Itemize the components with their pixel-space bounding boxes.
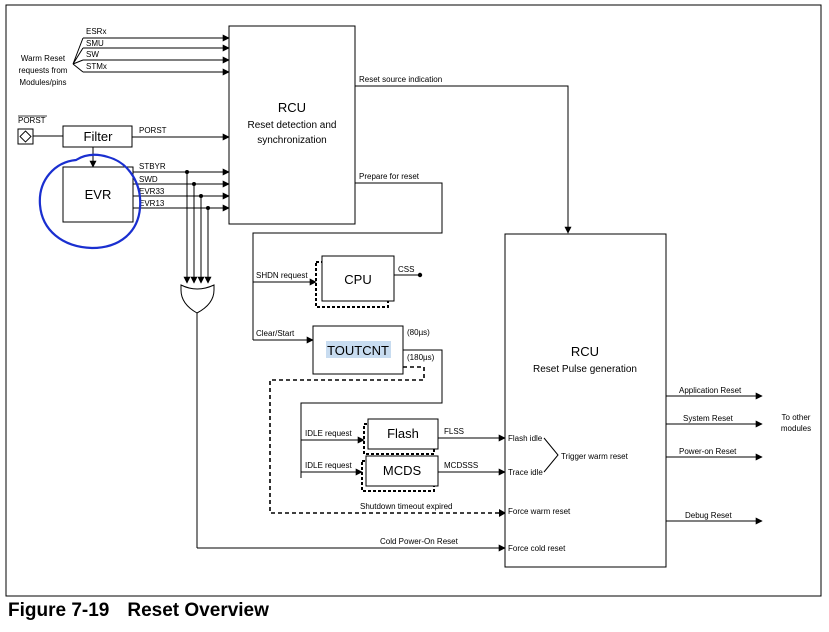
rcu-right-subtitle: Reset Pulse generation — [533, 364, 637, 375]
figure-caption: Figure 7-19 Reset Overview — [8, 600, 269, 622]
or-gate — [180, 284, 215, 314]
mcds-section: MCDS MCDSSS — [361, 455, 506, 492]
idle-request-mcds-label: IDLE request — [305, 461, 352, 470]
evr-section: EVR STBYR SWD EVR33 EVR13 — [62, 162, 506, 552]
mcdsss-label: MCDSSS — [444, 461, 478, 470]
flash-label: Flash — [387, 426, 419, 441]
porst-signal-label: PORST — [139, 126, 167, 135]
warm-reset-note-line-1: Warm Reset — [21, 54, 66, 63]
rcu-top-title: RCU — [278, 100, 306, 115]
reset-source-indication-label: Reset source indication — [359, 75, 442, 84]
cpu-block — [321, 255, 395, 302]
cold-power-on-reset-label: Cold Power-On Reset — [380, 537, 459, 546]
trace-idle-label: Trace idle — [508, 468, 543, 477]
debug-reset-label: Debug Reset — [685, 511, 732, 520]
filter-label: Filter — [84, 129, 114, 144]
warm-reset-note-line-3: Modules/pins — [19, 78, 66, 87]
smu-label: SMU — [86, 39, 104, 48]
force-cold-reset-label: Force cold reset — [508, 544, 566, 553]
trigger-warm-reset-label: Trigger warm reset — [561, 452, 629, 461]
toutcnt-highlight — [326, 341, 391, 358]
force-warm-reset-label: Force warm reset — [508, 507, 571, 516]
rcu-pulse-block: RCU Reset Pulse generation Flash idle Tr… — [504, 233, 667, 568]
flash-section: Flash FLSS — [363, 418, 506, 455]
warm-reset-sources: Warm Reset requests from Modules/pins ES… — [19, 27, 230, 87]
rcu-right-title: RCU — [571, 344, 599, 359]
warm-reset-note-line-2: requests from — [19, 66, 68, 75]
diagram-frame — [5, 4, 822, 597]
toutcnt-label: TOUTCNT — [327, 343, 389, 358]
sw-label: SW — [86, 50, 99, 59]
evr33-label: EVR33 — [139, 187, 165, 196]
flss-label: FLSS — [444, 427, 464, 436]
esrx-label: ESRx — [86, 27, 106, 36]
porst-input: PORST Filter PORST — [17, 115, 230, 168]
evr-label: EVR — [85, 187, 112, 202]
cpu-label: CPU — [344, 272, 371, 287]
reset-outputs: Application Reset System Reset Power-on … — [666, 386, 811, 525]
stbyr-label: STBYR — [139, 162, 166, 171]
to-other-modules-line-2: modules — [781, 424, 811, 433]
swd-label: SWD — [139, 175, 158, 184]
evr-block — [62, 166, 134, 223]
evr13-label: EVR13 — [139, 199, 165, 208]
rcu-detection-block: RCU Reset detection and synchronization — [228, 25, 356, 225]
porst-pin-label: PORST — [18, 116, 46, 125]
power-on-reset-label: Power-on Reset — [679, 447, 737, 456]
figure-number: Figure 7-19 — [8, 600, 110, 621]
mcds-block — [365, 455, 439, 487]
flash-idle-label: Flash idle — [508, 434, 543, 443]
prepare-for-reset-path: Prepare for reset SHDN request Clear/Sta… — [252, 172, 443, 344]
system-reset-label: System Reset — [683, 414, 734, 423]
prepare-for-reset-label: Prepare for reset — [359, 172, 420, 181]
mcds-label: MCDS — [383, 463, 422, 478]
figure-title: Reset Overview — [127, 600, 269, 621]
flash-block — [367, 418, 439, 450]
idle-request-flash-label: IDLE request — [305, 429, 352, 438]
stmx-label: STMx — [86, 62, 107, 71]
reset-source-indication-path: Reset source indication — [355, 75, 572, 234]
css-label: CSS — [398, 265, 414, 274]
annotation-circle — [38, 153, 142, 250]
rcu-top-line-1: Reset detection and — [248, 120, 337, 131]
timeout-180-label: (180µs) — [407, 353, 435, 362]
cpu-section: CPU CSS — [315, 255, 423, 308]
shutdown-timeout-label: Shutdown timeout expired — [360, 502, 453, 511]
toutcnt-section: TOUTCNT (80µs) (180µs) IDLE request IDLE… — [269, 325, 506, 517]
to-other-modules-line-1: To other — [782, 413, 811, 422]
application-reset-label: Application Reset — [679, 386, 742, 395]
timeout-80-label: (80µs) — [407, 328, 430, 337]
clear-start-label: Clear/Start — [256, 329, 295, 338]
shdn-request-label: SHDN request — [256, 271, 308, 280]
rcu-top-line-2: synchronization — [257, 135, 326, 146]
